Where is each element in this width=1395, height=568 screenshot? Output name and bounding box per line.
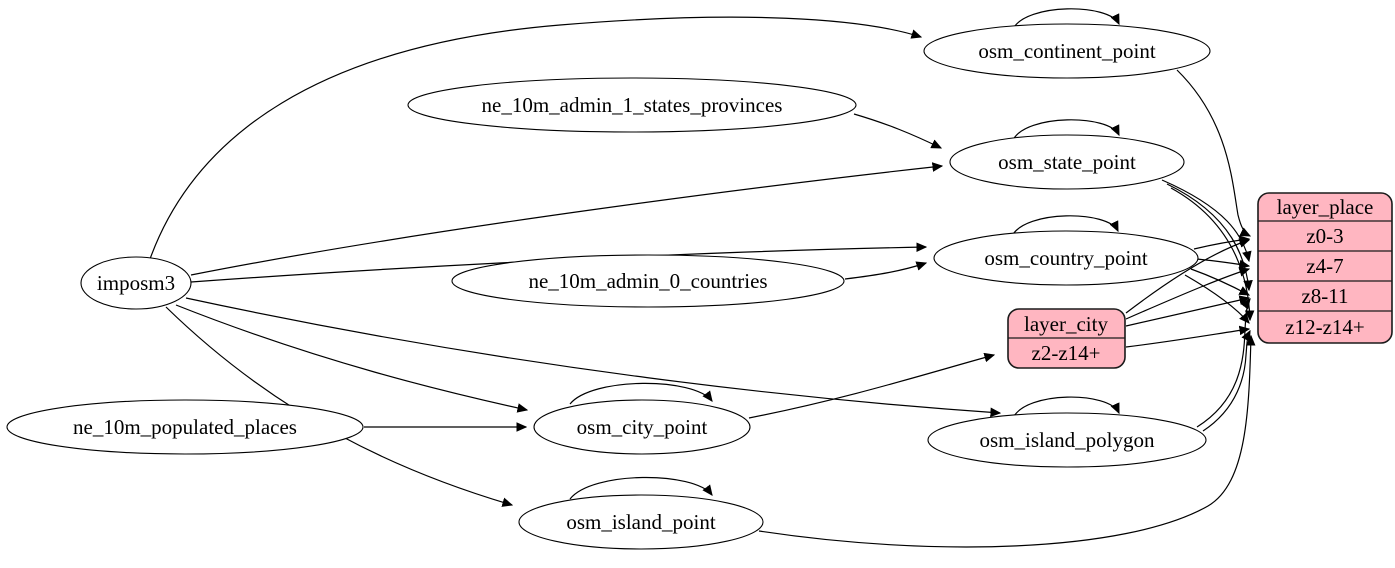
edge-osm_island_polygon-z8-11 bbox=[1196, 298, 1251, 428]
osm_island_polygon-label: osm_island_polygon bbox=[979, 428, 1155, 452]
osm_city_point-label: osm_city_point bbox=[577, 415, 708, 439]
self-loop-osm_country_point bbox=[1011, 215, 1119, 237]
osm_city_point-shape bbox=[533, 399, 751, 455]
record-layer_city: layer_city z2-z14+ bbox=[1007, 308, 1126, 369]
osm_country_point-shape bbox=[933, 230, 1199, 286]
layer_city-title: layer_city bbox=[1024, 312, 1108, 336]
edge-osm_city_point-layer_city bbox=[748, 352, 996, 419]
osm_country_point-label: osm_country_point bbox=[984, 246, 1147, 270]
layer_place-title: layer_place bbox=[1277, 195, 1374, 219]
osm_continent_point-label: osm_continent_point bbox=[978, 39, 1155, 63]
ne_10m_admin_1_states_provinces-label: ne_10m_admin_1_states_provinces bbox=[482, 93, 783, 117]
layer_place-shape bbox=[1257, 192, 1393, 344]
layer_place-row-z4-7: z4-7 bbox=[1306, 254, 1343, 278]
node-imposm3: imposm3 bbox=[80, 256, 192, 310]
imposm3-shape bbox=[80, 256, 192, 310]
edge-imposm3-osm_continent_point bbox=[149, 16, 923, 260]
imposm3-label: imposm3 bbox=[97, 271, 175, 295]
osm_state_point-label: osm_state_point bbox=[998, 150, 1136, 174]
ne_10m_admin_0_countries-label: ne_10m_admin_0_countries bbox=[528, 269, 767, 293]
osm_island_point-shape bbox=[518, 494, 764, 550]
record-layer_place: layer_place z0-3 z4-7 z8-11 z12-z14+ bbox=[1257, 192, 1393, 344]
ne_10m_admin_0_countries-shape bbox=[451, 254, 845, 308]
edge-osm_country_point-z0-3 bbox=[1193, 235, 1251, 250]
edge-layer_city-z0-3 bbox=[1125, 238, 1251, 314]
edge-osm_state_point-z4-7 bbox=[1161, 179, 1252, 263]
ne_10m_populated_places-label: ne_10m_populated_places bbox=[73, 415, 297, 439]
edge-osm_state_point-z8-11 bbox=[1166, 183, 1253, 292]
node-ne_10m_populated_places: ne_10m_populated_places bbox=[6, 399, 364, 455]
edge-osm_island_polygon-z12-z14 bbox=[1202, 329, 1251, 432]
node-ne_10m_admin_1_states_provinces: ne_10m_admin_1_states_provinces bbox=[407, 77, 857, 133]
layer_city-row-z2-z14: z2-z14+ bbox=[1032, 341, 1101, 365]
self-loop-osm_island_point bbox=[569, 476, 713, 500]
edge-layer_city-z8-11 bbox=[1125, 295, 1251, 327]
self-loop-osm_state_point bbox=[1012, 119, 1120, 141]
osm_island_point-label: osm_island_point bbox=[566, 510, 716, 534]
edge-group bbox=[149, 8, 1256, 548]
edge-layer_city-z12-z14 bbox=[1125, 325, 1251, 348]
layer_place-row-z12-z14: z12-z14+ bbox=[1285, 315, 1364, 339]
edge-osm_island_point-z12-z14 bbox=[758, 334, 1256, 548]
edge-osm_country_point-z4-7 bbox=[1196, 258, 1251, 270]
node-osm_island_polygon: osm_island_polygon bbox=[927, 412, 1207, 468]
node-osm_country_point: osm_country_point bbox=[933, 230, 1199, 286]
self-loop-osm_continent_point bbox=[1012, 8, 1120, 30]
edge-osm_country_point-z8-11 bbox=[1190, 268, 1251, 296]
node-osm_state_point: osm_state_point bbox=[949, 134, 1185, 190]
ne_10m_populated_places-shape bbox=[6, 399, 364, 455]
ne_10m_admin_1_states_provinces-shape bbox=[407, 77, 857, 133]
node-osm_island_point: osm_island_point bbox=[518, 494, 764, 550]
osm_state_point-shape bbox=[949, 134, 1185, 190]
edge-osm_continent_point-z0-3 bbox=[1176, 69, 1252, 237]
layer_place-row-z0-3: z0-3 bbox=[1306, 224, 1343, 248]
node-ne_10m_admin_0_countries: ne_10m_admin_0_countries bbox=[451, 254, 845, 308]
node-osm_continent_point: osm_continent_point bbox=[923, 23, 1211, 79]
self-loop-osm_island_polygon bbox=[1012, 396, 1120, 419]
edge-ne_10m_admin_1-osm_state_point bbox=[853, 113, 943, 149]
osm_continent_point-shape bbox=[923, 23, 1211, 79]
layer_place-row-z8-11: z8-11 bbox=[1301, 284, 1348, 308]
node-osm_city_point: osm_city_point bbox=[533, 399, 751, 455]
edge-ne_10m_admin_0-osm_country_point bbox=[844, 261, 928, 280]
edge-imposm3-osm_island_polygon bbox=[185, 297, 1002, 418]
edge-layer_city-z4-7 bbox=[1125, 267, 1251, 320]
edge-osm_country_point-z12-z14 bbox=[1184, 274, 1250, 324]
osm_island_polygon-shape bbox=[927, 412, 1207, 468]
self-loop-osm_city_point bbox=[569, 382, 713, 405]
edge-imposm3-osm_city_point bbox=[175, 304, 529, 413]
edge-imposm3-osm_state_point bbox=[190, 162, 944, 276]
